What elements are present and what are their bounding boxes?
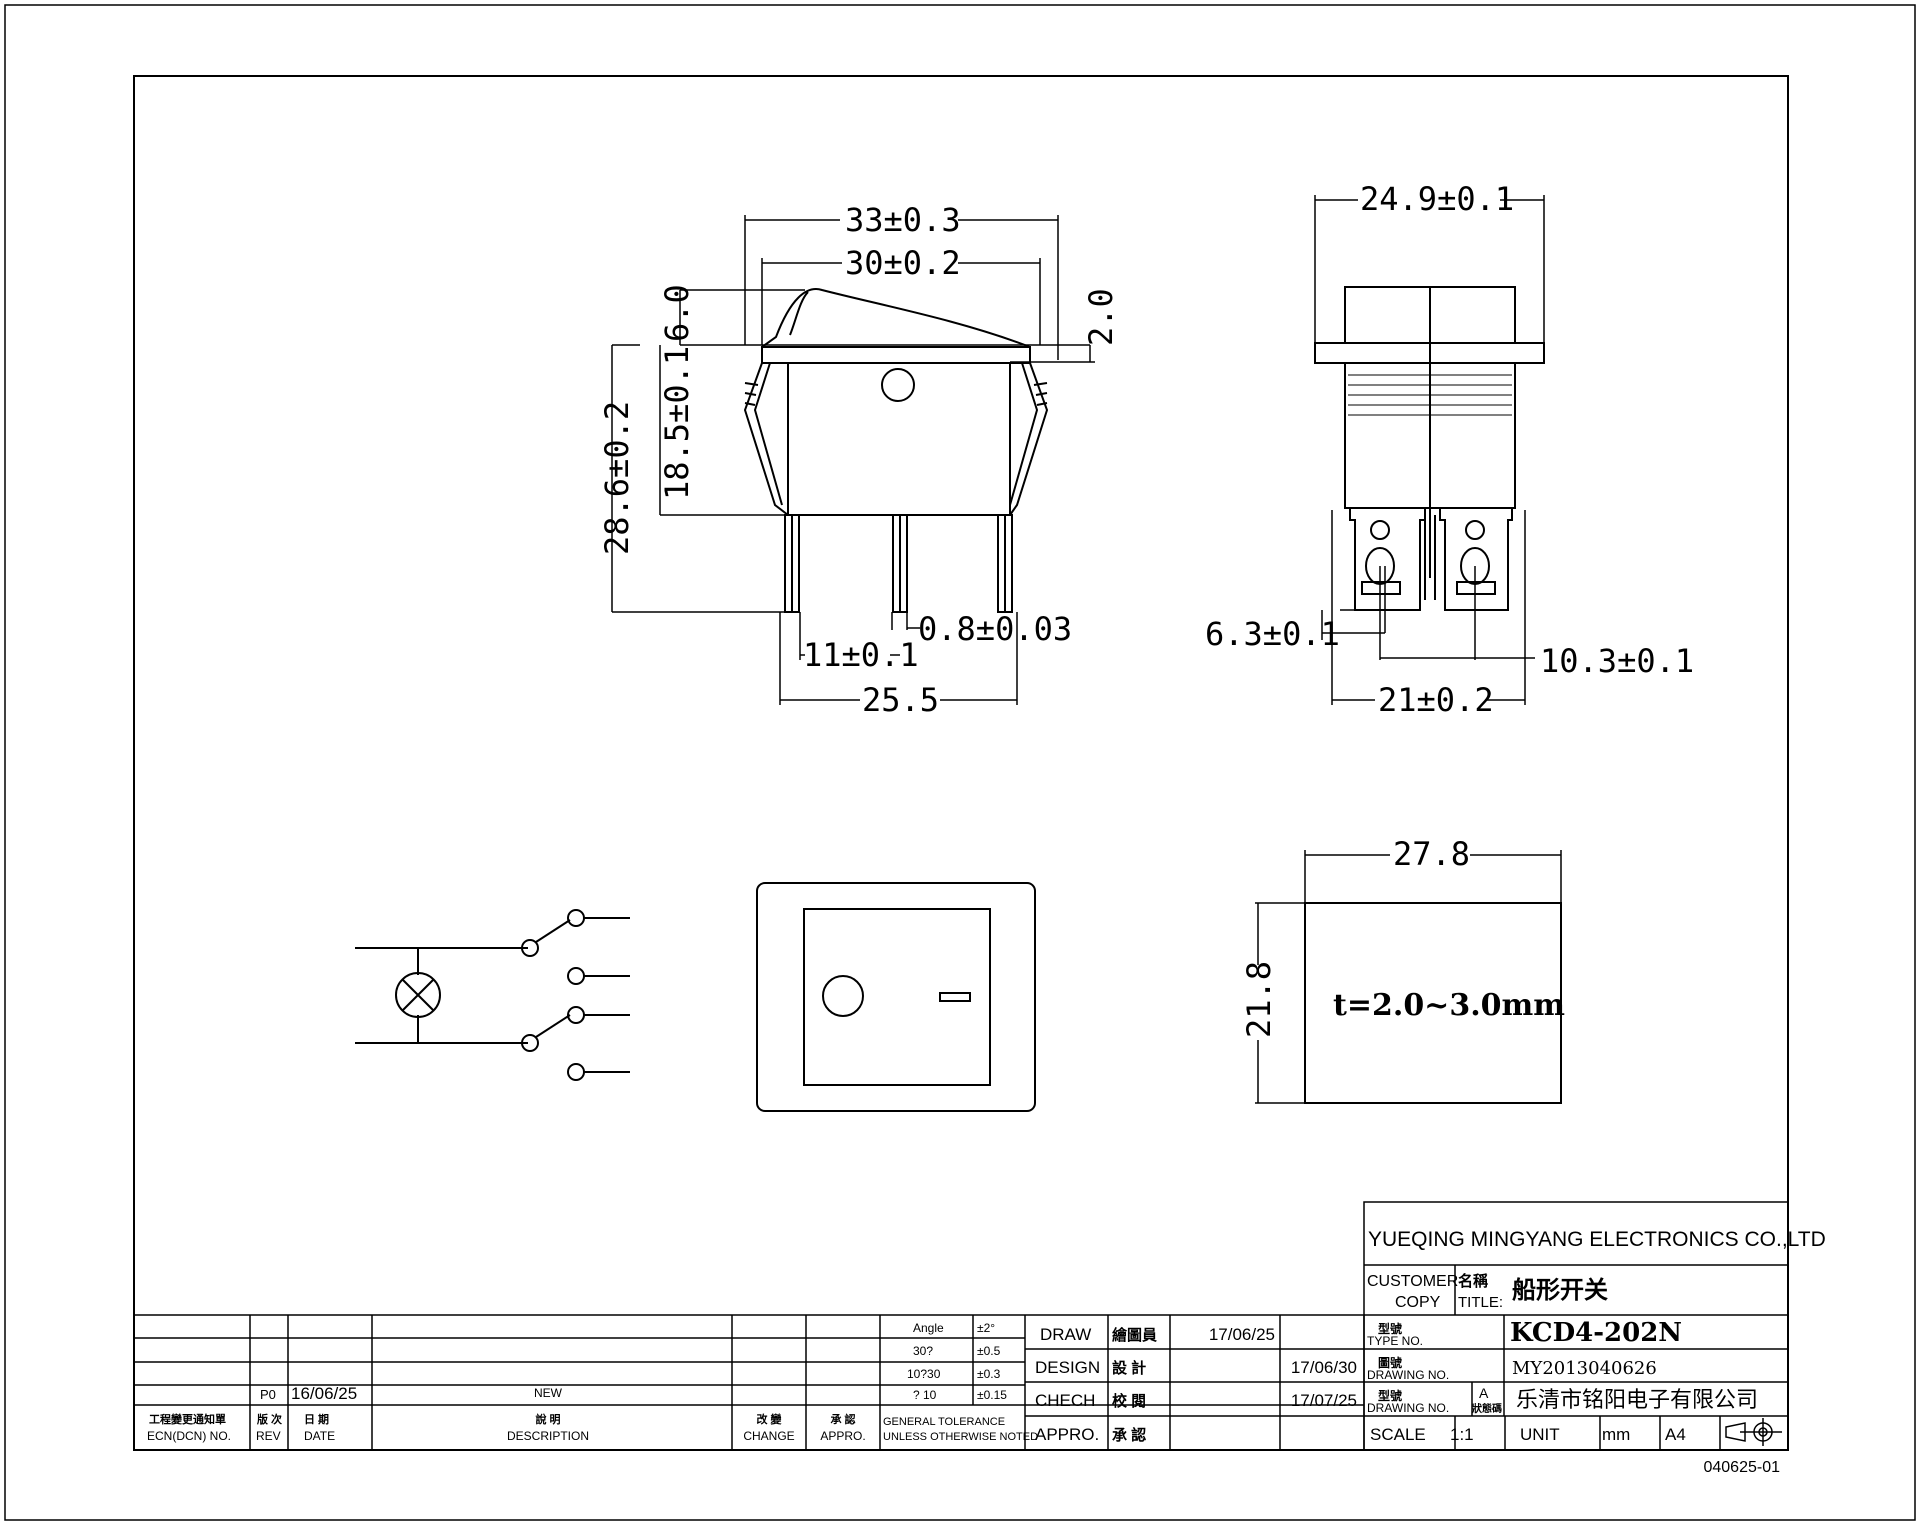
tolerance-value-2: ±0.5	[977, 1344, 1001, 1358]
dim-cutout-width: 27.8	[1393, 835, 1470, 873]
type-label: TYPE NO.	[1367, 1334, 1423, 1348]
header-date: DATE	[304, 1429, 335, 1443]
rev-mark-zh: 狀態碼	[1472, 1402, 1502, 1415]
dim-cutout-height: 21.8	[1240, 961, 1278, 1038]
front-view-dimensions	[611, 215, 1095, 705]
wiring-schematic	[355, 909, 630, 1081]
side-view-dimensions	[1314, 195, 1545, 705]
tolerance-range-2: 30?	[913, 1344, 933, 1358]
outer-border	[4, 4, 1916, 1521]
sign-row-appro-zh: 承 認	[1112, 1426, 1146, 1444]
unit-label: UNIT	[1520, 1425, 1560, 1444]
header-rev: REV	[256, 1429, 281, 1443]
type-zh-label: 型號	[1378, 1321, 1402, 1336]
tolerance-value-3: ±0.3	[977, 1367, 1001, 1381]
sign-row-check-date: 17/07/25	[1291, 1391, 1357, 1410]
copy-label: COPY	[1395, 1294, 1441, 1311]
rocker-face-view	[756, 882, 1036, 1112]
tolerance-range-4: ? 10	[913, 1388, 937, 1402]
name-zh-label: 名稱	[1458, 1272, 1488, 1290]
tolerance-value-4: ±0.15	[977, 1388, 1007, 1402]
header-appro: APPRO.	[820, 1429, 865, 1443]
tolerance-value-1: ±2°	[977, 1321, 995, 1335]
dim-side-terminal-offset: 10.3±0.1	[1540, 642, 1694, 680]
header-rev-zh: 版 次	[257, 1412, 282, 1426]
drawing2-zh-label: 型號	[1378, 1388, 1402, 1403]
header-desc-zh: 說 明	[535, 1412, 560, 1426]
dim-terminal-thickness: 0.8±0.03	[918, 610, 1072, 648]
unit-value: mm	[1602, 1425, 1630, 1444]
dim-rocker-offset: 2.0	[1082, 288, 1120, 346]
header-desc: DESCRIPTION	[507, 1429, 589, 1443]
dim-terminal-pitch: 11±0.1	[803, 636, 919, 674]
dim-side-terminal-span: 21±0.2	[1378, 681, 1494, 719]
revision-rev: P0	[260, 1387, 276, 1402]
dim-total-height: 28.6±0.2	[598, 401, 636, 555]
dim-rocker-height: 6.0	[658, 284, 696, 342]
dim-side-width: 24.9±0.1	[1360, 180, 1514, 218]
header-ecn: ECN(DCN) NO.	[147, 1429, 231, 1443]
scale-value: 1:1	[1450, 1425, 1474, 1444]
drawing-zh-label: 圖號	[1378, 1355, 1402, 1370]
title-label: TITLE:	[1458, 1294, 1503, 1311]
tolerance-note-1: GENERAL TOLERANCE	[883, 1416, 1005, 1428]
header-ecn-zh: 工程變更通知單	[149, 1412, 226, 1426]
header-change-zh: 改 變	[756, 1412, 782, 1426]
header-change: CHANGE	[743, 1429, 794, 1443]
front-view	[743, 288, 1049, 613]
footer-code: 040625-01	[1703, 1459, 1780, 1476]
cutout-thickness-note: t=2.0~3.0mm	[1333, 988, 1565, 1023]
tolerance-note-2: UNLESS OTHERWISE NOTED	[883, 1431, 1038, 1443]
dim-body-height: 18.5±0.1	[658, 346, 696, 500]
sign-row-check-zh: 校 閱	[1112, 1392, 1146, 1410]
sign-row-design-date: 17/06/30	[1291, 1358, 1357, 1377]
dim-side-terminal-width: 6.3±0.1	[1205, 615, 1340, 653]
sign-row-check-label: CHECH	[1035, 1391, 1095, 1410]
projection-symbol-icon	[1725, 1418, 1782, 1446]
sign-row-design-zh: 設 計	[1112, 1359, 1146, 1377]
revision-description: NEW	[534, 1386, 563, 1400]
header-appro-zh: 承 認	[830, 1412, 855, 1426]
sign-row-draw-date: 17/06/25	[1209, 1325, 1275, 1344]
dim-inner-width: 30±0.2	[845, 244, 961, 282]
panel-cutout	[1255, 850, 1562, 1104]
dim-overall-width: 33±0.3	[845, 201, 961, 239]
title-block-lines	[133, 1201, 1789, 1451]
title-value: 船形开关	[1512, 1276, 1608, 1304]
sign-row-design-label: DESIGN	[1035, 1358, 1100, 1377]
sign-row-draw-zh: 繪圖員	[1112, 1326, 1157, 1344]
tolerance-range-3: 10?30	[907, 1367, 941, 1381]
sign-row-draw-label: DRAW	[1040, 1325, 1091, 1344]
dim-terminal-span: 25.5	[862, 681, 939, 719]
rev-mark: A	[1479, 1385, 1489, 1401]
customer-label: CUSTOMER	[1367, 1273, 1458, 1290]
side-view	[1314, 286, 1545, 611]
sign-row-appro-label: APPRO.	[1035, 1425, 1099, 1444]
header-date-zh: 日 期	[304, 1412, 329, 1426]
type-value: KCD4-202N	[1510, 1318, 1682, 1348]
paper-size: A4	[1665, 1425, 1686, 1444]
drawing-value: MY2013040626	[1512, 1358, 1657, 1379]
drawing-label: DRAWING NO.	[1367, 1368, 1449, 1382]
scale-label: SCALE	[1370, 1425, 1426, 1444]
revision-date: 16/06/25	[291, 1384, 357, 1403]
tolerance-range-1: Angle	[913, 1321, 944, 1335]
company-name: YUEQING MINGYANG ELECTRONICS CO.,LTD	[1368, 1228, 1826, 1251]
drawing2-label: DRAWING NO.	[1367, 1401, 1449, 1415]
factory-name: 乐清市铭阳电子有限公司	[1516, 1388, 1758, 1413]
